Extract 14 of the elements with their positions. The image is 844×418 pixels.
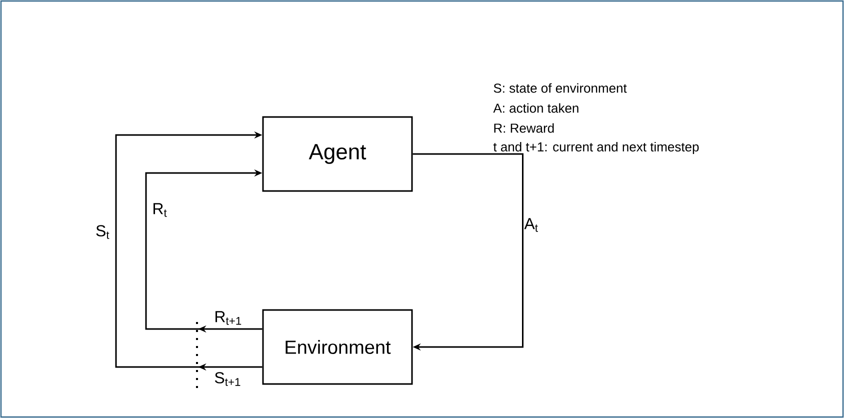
process-box: Agent — [262, 116, 413, 192]
arrow — [145, 169, 262, 333]
note-text: S: state of environment — [494, 83, 627, 93]
note-text: R: Reward — [494, 123, 554, 133]
note-text: A: action taken — [493, 103, 578, 113]
signal-label: S$_{t+1}$ — [214, 372, 240, 386]
arrow — [115, 131, 262, 371]
arrow — [412, 153, 524, 351]
process-box: Environment — [262, 309, 413, 385]
edge-label: A$_{t}$ — [524, 218, 538, 232]
edge-label: S$_{t}$ — [96, 225, 110, 239]
signal-label: R$_{t+1}$ — [216, 311, 242, 325]
note-text: t and t+1: current and next timestep — [493, 142, 699, 154]
edge-label: R$_{t}$ — [154, 203, 167, 217]
